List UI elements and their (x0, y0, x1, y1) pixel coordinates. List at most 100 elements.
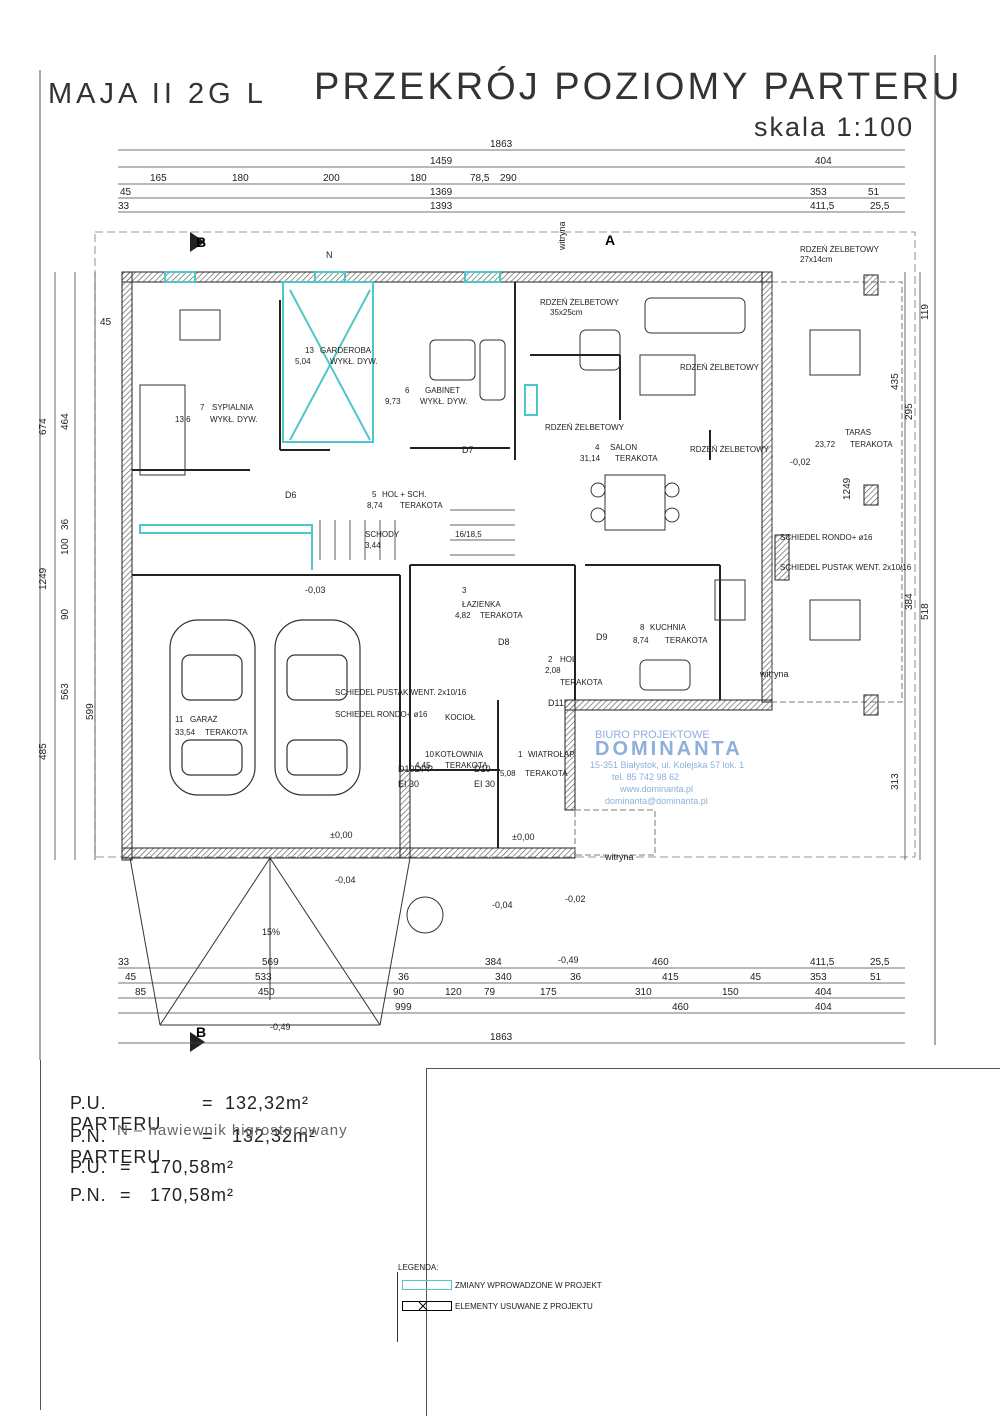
top-dimension-lines (118, 149, 905, 213)
svg-text:518: 518 (920, 603, 931, 620)
section-a-top: A (605, 232, 615, 248)
svg-text:460: 460 (652, 957, 669, 968)
terrace (574, 281, 903, 856)
legend-label-removed: ELEMENTY USUWANE Z PROJEKTU (455, 1302, 593, 1311)
driveway (129, 857, 411, 1026)
svg-text:TERAKOTA: TERAKOTA (665, 636, 708, 645)
svg-text:HOL: HOL (560, 655, 577, 664)
svg-text:13: 13 (305, 346, 314, 355)
svg-text:-0,04: -0,04 (335, 875, 356, 885)
svg-text:5: 5 (372, 490, 377, 499)
svg-text:25,5: 25,5 (870, 957, 890, 968)
svg-text:RDZEŃ ŻELBETOWY: RDZEŃ ŻELBETOWY (545, 423, 625, 432)
room-taras: TARAS 23,72 TERAKOTA (815, 428, 893, 449)
svg-text:-0,03: -0,03 (305, 585, 326, 595)
svg-text:13,6: 13,6 (175, 415, 191, 424)
room-wiatrolap: 1 WIATROŁAP 5,08 TERAKOTA (500, 750, 575, 778)
svg-text:11: 11 (175, 715, 184, 724)
svg-text:340: 340 (495, 972, 512, 983)
dim-top-1369: 1369 (430, 187, 453, 198)
svg-text:4,45: 4,45 (415, 761, 431, 770)
legend-swatch-changes (402, 1280, 452, 1290)
svg-text:411,5: 411,5 (810, 957, 835, 968)
dim-top-51: 51 (868, 187, 880, 198)
svg-text:33,54: 33,54 (175, 728, 196, 737)
section-markers: B B A (190, 232, 615, 1052)
drawing-title: PRZEKRÓJ POZIOMY PARTERU (314, 66, 963, 108)
svg-text:witryna: witryna (759, 669, 789, 679)
svg-text:8: 8 (640, 623, 645, 632)
bottom-dimension-texts: 33 569 384 460 411,5 25,5 45 533 36 340 … (118, 957, 890, 1043)
svg-text:31,14: 31,14 (580, 454, 601, 463)
section-b-top: B (196, 234, 206, 250)
svg-text:2,08: 2,08 (545, 666, 561, 675)
svg-text:-0,04: -0,04 (492, 900, 513, 910)
svg-text:313: 313 (890, 773, 901, 790)
dim-top-165: 165 (150, 173, 167, 184)
room-garderoba: 13 GARDEROBA 5,04 WYKŁ. DYW. (295, 346, 378, 366)
svg-text:±0,00: ±0,00 (512, 832, 534, 842)
svg-text:3,44: 3,44 (365, 541, 381, 550)
svg-text:D7: D7 (462, 445, 474, 455)
svg-text:2: 2 (548, 655, 553, 664)
frame-left-lower (40, 1060, 41, 1410)
svg-text:www.dominanta.pl: www.dominanta.pl (619, 784, 693, 794)
top-dimension-texts: 1863 1459 404 165 180 200 180 78,5 290 4… (118, 139, 890, 212)
svg-text:D11: D11 (548, 698, 564, 708)
svg-text:36: 36 (60, 518, 71, 530)
svg-text:460: 460 (672, 1002, 689, 1013)
room-kuchnia: 8 KUCHNIA 8,74 TERAKOTA (633, 623, 708, 645)
svg-text:36: 36 (398, 972, 410, 983)
svg-text:119: 119 (920, 304, 931, 320)
svg-text:-0,49: -0,49 (270, 1022, 291, 1032)
dim-top-180a: 180 (232, 173, 249, 184)
room-labels: 7 SYPIALNIA 13,6 WYKŁ. DYW. 13 GARDEROBA… (175, 346, 893, 778)
dim-top-290: 290 (500, 173, 517, 184)
svg-text:9,73: 9,73 (385, 397, 401, 406)
svg-text:150: 150 (722, 987, 739, 998)
svg-text:RDZEŃ ŻELBETOWY: RDZEŃ ŻELBETOWY (800, 245, 880, 254)
svg-text:TERAKOTA: TERAKOTA (445, 761, 488, 770)
svg-text:SALON: SALON (610, 443, 637, 452)
svg-text:79: 79 (484, 987, 496, 998)
svg-text:415: 415 (662, 972, 679, 983)
svg-text:51: 51 (870, 972, 882, 983)
svg-text:36: 36 (570, 972, 582, 983)
svg-text:TARAS: TARAS (845, 428, 871, 437)
svg-text:4,82: 4,82 (455, 611, 471, 620)
svg-text:35x25cm: 35x25cm (550, 308, 583, 317)
svg-text:HOL + SCH.: HOL + SCH. (382, 490, 426, 499)
svg-text:1249: 1249 (842, 477, 853, 500)
left-dimension-lines (54, 272, 96, 860)
svg-text:EI 30: EI 30 (474, 779, 495, 789)
svg-text:DOMINANTA: DOMINANTA (595, 738, 743, 760)
room-garaz: 11 GARAŻ 33,54 TERAKOTA (175, 715, 248, 737)
svg-text:SCHIEDEL RONDO+ ø16: SCHIEDEL RONDO+ ø16 (335, 710, 428, 719)
dim-top-200: 200 (323, 173, 340, 184)
svg-text:BIURO PROJEKTOWE: BIURO PROJEKTOWE (595, 729, 710, 741)
room-gabinet: 6 GABINET 9,73 WYKŁ. DYW. (385, 386, 468, 406)
svg-text:RDZEŃ ŻELBETOWY: RDZEŃ ŻELBETOWY (690, 445, 770, 454)
svg-text:599: 599 (85, 703, 96, 720)
company-stamp: BIURO PROJEKTOWE DOMINANTA 15-351 Białys… (590, 729, 744, 806)
svg-text:384: 384 (904, 593, 915, 610)
svg-text:1249: 1249 (38, 567, 49, 590)
car-icons (169, 619, 361, 796)
svg-text:45: 45 (750, 972, 762, 983)
svg-text:SYPIALNIA: SYPIALNIA (212, 403, 254, 412)
svg-text:D10DPP: D10DPP (398, 764, 433, 774)
legend-divider (397, 1272, 398, 1342)
svg-text:TERAKOTA: TERAKOTA (205, 728, 248, 737)
svg-text:33: 33 (118, 957, 130, 968)
room-hol: 2 HOL 2,08 TERAKOTA (545, 655, 603, 687)
svg-text:3: 3 (462, 586, 467, 595)
svg-text:TERAKOTA: TERAKOTA (525, 769, 568, 778)
left-dimension-texts: 674 464 1249 563 485 599 45 90 100 36 (38, 317, 112, 760)
svg-text:120: 120 (445, 987, 462, 998)
svg-text:GABINET: GABINET (425, 386, 460, 395)
dim-top-1393: 1393 (430, 201, 453, 212)
dim-top-45: 45 (120, 187, 132, 198)
svg-text:TERAKOTA: TERAKOTA (560, 678, 603, 687)
svg-text:10: 10 (425, 750, 434, 759)
svg-text:310: 310 (635, 987, 652, 998)
